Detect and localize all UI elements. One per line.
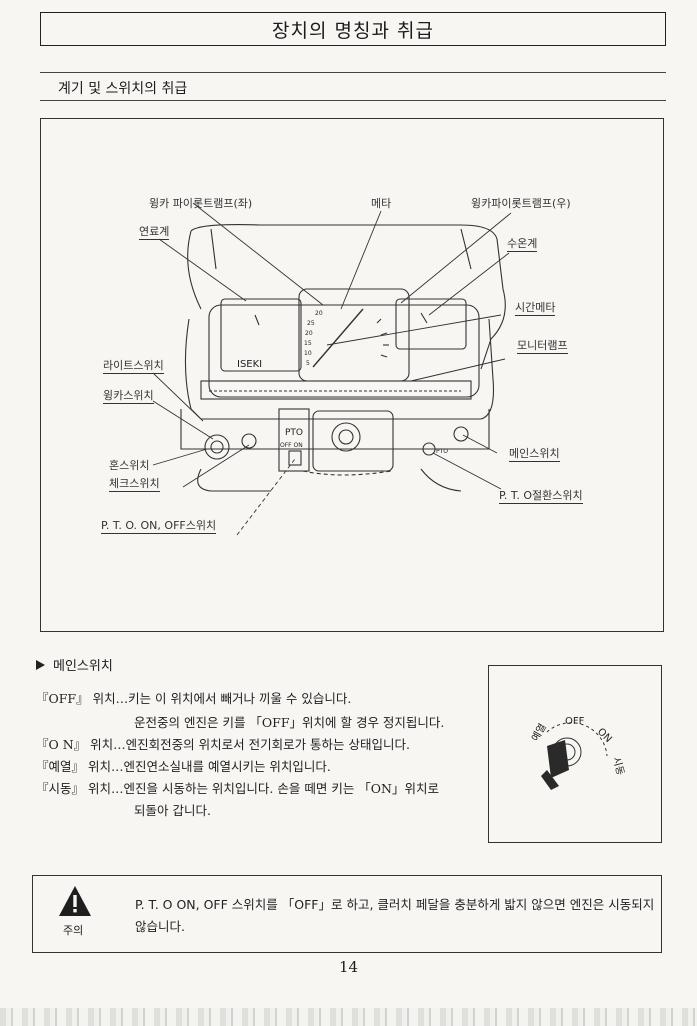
callout-horn-switch: 혼스위치 (109, 459, 150, 472)
gauge-tick-1: 25 (307, 320, 315, 327)
caution-box: 주의 P. T. O ON, OFF 스위치를 「OFF」로 하고, 클러치 페… (32, 875, 662, 953)
key-switch-illustration: 예열 OFF ON 시동 (488, 665, 662, 843)
main-switch-line-preheat: 『예열』 위치…엔진연소실내를 예열시키는 위치입니다. (36, 759, 331, 774)
section-top-rule (40, 72, 666, 73)
gauge-tick-3: 15 (304, 340, 312, 347)
instrument-panel-figure: ISEKI PTO OFF ON PTO 20 25 20 15 10 5 윙카… (40, 118, 664, 632)
callout-pto-change-switch: P. T. O절환스위치 (499, 489, 583, 504)
main-switch-line-on: 『O N』 위치…엔진회전중의 위치로서 전기회로가 통하는 상태입니다. (36, 737, 411, 752)
callout-water-temp: 수온계 (507, 237, 538, 252)
key-switch-drawing: 예열 OFF ON 시동 (529, 716, 626, 790)
callout-fuel-gauge: 연료계 (139, 225, 170, 240)
gauge-tick-0: 20 (315, 310, 323, 317)
main-switch-line-off-cont: 운전중의 엔진은 키를 「OFF」위치에 할 경우 정지됩니다. (134, 715, 445, 730)
callout-meter: 메타 (371, 197, 392, 210)
main-switch-line-start-cont: 되돌아 갑니다. (134, 803, 211, 818)
section-title: 계기 및 스위치의 취급 (58, 81, 188, 97)
caution-label: 주의 (63, 924, 84, 937)
pto-change-panel-label: PTO (436, 448, 448, 455)
section-bottom-rule (40, 100, 666, 101)
key-label-on: ON (595, 726, 614, 745)
key-label-off: OFF (565, 716, 585, 727)
scan-edge-artifact (0, 1008, 697, 1026)
caution-text: P. T. O ON, OFF 스위치를 「OFF」로 하고, 클러치 페달을 … (135, 897, 655, 934)
gauge-tick-5: 5 (306, 360, 310, 367)
warning-triangle-icon (59, 886, 91, 916)
main-switch-line-start: 『시동』 위치…엔진을 시동하는 위치입니다. 손을 떼면 키는 「ON」위치로 (36, 781, 439, 796)
callout-turn-switch: 윙카스위치 (103, 389, 154, 404)
main-switch-line-off: 『OFF』 위치…키는 이 위치에서 빼거나 끼울 수 있습니다. (36, 691, 352, 706)
key-label-preheat: 예열 (529, 722, 549, 744)
callout-pto-onoff-switch: P. T. O. ON, OFF스위치 (101, 519, 217, 534)
gauge-tick-4: 10 (304, 350, 312, 357)
triangle-bullet-icon (36, 659, 45, 670)
instrument-panel-drawing: ISEKI PTO OFF ON PTO 20 25 20 15 10 5 (152, 202, 512, 536)
key-label-start: 시동 (610, 756, 626, 777)
gauge-tick-2: 20 (305, 330, 313, 337)
callout-turn-pilot-left: 윙카 파이롯트램프(좌) (149, 197, 253, 210)
pto-panel-sublabel: OFF ON (280, 442, 303, 449)
page-number: 14 (338, 958, 359, 976)
callout-hour-meter: 시간메타 (515, 301, 556, 316)
callout-monitor-lamp: 모니터램프 (517, 339, 568, 354)
callout-main-switch: 메인스위치 (509, 447, 560, 462)
page-title: 장치의 명칭과 취급 (272, 19, 434, 42)
callout-check-switch: 체크스위치 (109, 477, 160, 492)
callout-light-switch: 라이트스위치 (103, 359, 164, 374)
panel-brand-label: ISEKI (237, 359, 262, 370)
main-switch-heading-label: 메인스위치 (53, 659, 113, 674)
main-switch-heading: 메인스위치 (36, 655, 113, 674)
callout-turn-pilot-right: 윙카파이롯트램프(우) (471, 197, 571, 210)
page-header-title-box: 장치의 명칭과 취급 (40, 12, 666, 46)
pto-panel-label: PTO (285, 428, 303, 438)
